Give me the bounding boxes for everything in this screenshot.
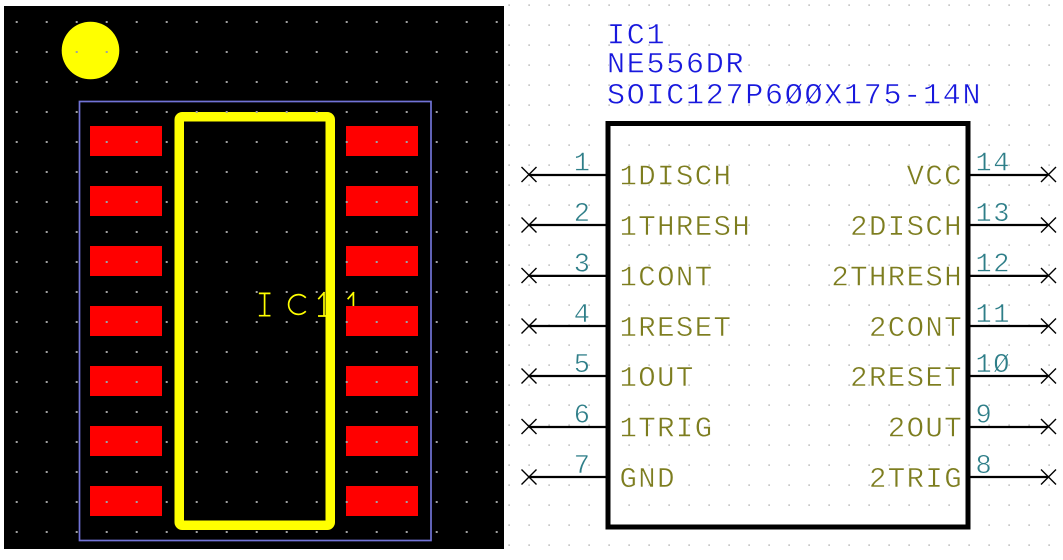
svg-text:2RESET: 2RESET: [850, 362, 963, 395]
svg-text:2: 2: [574, 200, 592, 230]
svg-text:2TRIG: 2TRIG: [869, 463, 963, 496]
svg-text:2CONT: 2CONT: [869, 312, 963, 345]
svg-text:13: 13: [976, 200, 1011, 230]
svg-text:1RESET: 1RESET: [620, 312, 733, 345]
svg-text:12: 12: [976, 250, 1011, 280]
svg-text:8: 8: [976, 452, 994, 482]
svg-text:7: 7: [574, 452, 592, 482]
svg-text:1TRIG: 1TRIG: [620, 413, 714, 446]
svg-text:2THRESH: 2THRESH: [831, 262, 963, 295]
svg-text:VCC: VCC: [907, 161, 963, 194]
svg-text:1Ø: 1Ø: [976, 351, 1011, 381]
svg-text:SOIC127P6ØØX175-14N: SOIC127P6ØØX175-14N: [607, 80, 982, 114]
svg-text:1: 1: [574, 149, 592, 179]
svg-text:GND: GND: [620, 463, 676, 496]
svg-text:NE556DR: NE556DR: [607, 49, 745, 83]
svg-text:11: 11: [976, 301, 1011, 331]
svg-text:9: 9: [976, 401, 994, 431]
svg-text:1CONT: 1CONT: [620, 262, 714, 295]
svg-text:14: 14: [976, 149, 1011, 179]
svg-text:1DISCH: 1DISCH: [620, 161, 733, 194]
svg-text:5: 5: [574, 351, 592, 381]
svg-text:3: 3: [574, 250, 592, 280]
svg-text:6: 6: [574, 401, 592, 431]
svg-text:2DISCH: 2DISCH: [850, 211, 963, 244]
svg-text:IC1: IC1: [607, 20, 666, 54]
svg-text:1THRESH: 1THRESH: [620, 211, 752, 244]
svg-text:4: 4: [574, 301, 592, 331]
svg-text:2OUT: 2OUT: [888, 413, 963, 446]
svg-text:1OUT: 1OUT: [620, 362, 695, 395]
